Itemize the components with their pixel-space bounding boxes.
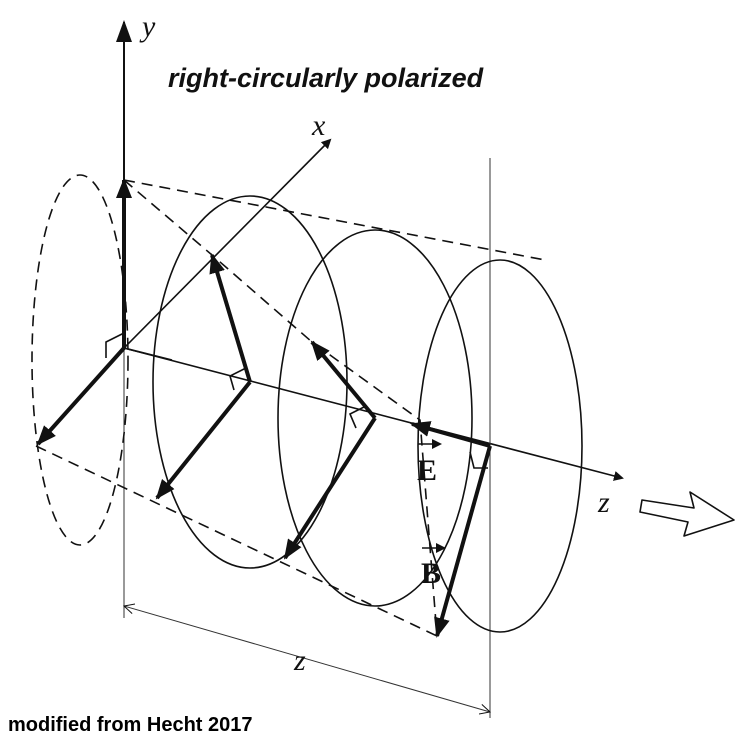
x-axis — [123, 138, 332, 349]
dashed-ring-start — [31, 174, 129, 546]
dashed-envelope-bottom — [35, 445, 438, 637]
right-angle-marker-front — [469, 451, 488, 469]
diagram-title: right-circularly polarized — [168, 63, 484, 93]
ring-front — [417, 259, 583, 633]
b-vector-origin — [36, 346, 126, 446]
right-angle-marker-origin — [105, 332, 125, 358]
right-angle-marker-second — [348, 405, 367, 429]
b-vector-label: B — [421, 557, 441, 590]
z-dimension-label: z — [293, 644, 306, 677]
e-vector-middle — [209, 253, 252, 383]
b-vector-middle — [155, 380, 252, 500]
connector-origin — [123, 347, 173, 361]
e-vector-second — [310, 340, 377, 420]
y-axis-label: y — [139, 10, 156, 43]
e-vector-label: E — [417, 454, 437, 487]
ring-second — [277, 229, 473, 607]
propagation-direction-arrow-icon — [639, 491, 735, 537]
z-dimension-arrow — [124, 606, 490, 712]
z-axis-label: z — [597, 486, 610, 519]
b-vector-front — [434, 445, 492, 638]
x-axis-label: x — [311, 109, 326, 142]
e-vector-front — [410, 421, 491, 448]
credit-text: modified from Hecht 2017 — [8, 714, 253, 736]
right-angle-marker-middle — [229, 367, 247, 391]
dashed-helix-path — [123, 179, 438, 637]
b-vector-second — [283, 416, 377, 560]
